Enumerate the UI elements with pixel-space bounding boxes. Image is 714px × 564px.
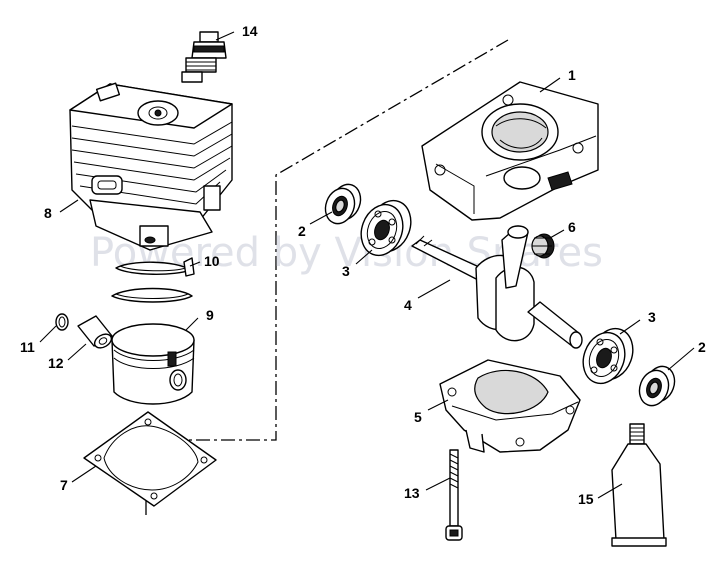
needle-bearing[interactable]	[531, 233, 555, 259]
callout-3-right: 3	[648, 309, 656, 325]
callout-9: 9	[206, 307, 214, 323]
callout-4: 4	[404, 297, 412, 313]
callout-10: 10	[204, 253, 220, 269]
cylinder[interactable]	[69, 82, 233, 251]
callout-2-right: 2	[698, 339, 706, 355]
crankcase-half-upper[interactable]	[421, 81, 599, 221]
callout-6: 6	[568, 219, 576, 235]
leader-lines	[39, 31, 695, 499]
callout-8: 8	[44, 205, 52, 221]
callout-5: 5	[414, 409, 422, 425]
callout-13: 13	[404, 485, 420, 501]
grease-tube[interactable]	[611, 423, 667, 547]
callout-12: 12	[48, 355, 64, 371]
ball-bearing-left[interactable]	[354, 195, 417, 262]
oil-seal-right[interactable]	[635, 362, 680, 409]
callout-7: 7	[60, 477, 68, 493]
piston-rings[interactable]	[111, 257, 195, 303]
callout-14: 14	[242, 23, 258, 39]
crankshaft[interactable]	[411, 225, 583, 349]
oil-seal-left[interactable]	[321, 180, 366, 227]
circlip[interactable]	[55, 313, 69, 331]
ball-bearing-right[interactable]	[576, 323, 639, 390]
crankcase-half-lower[interactable]	[439, 359, 581, 453]
callout-3-left: 3	[342, 263, 350, 279]
callout-1: 1	[568, 67, 576, 83]
callout-2-left: 2	[298, 223, 306, 239]
piston-pin[interactable]	[77, 315, 114, 351]
piston[interactable]	[111, 323, 195, 405]
callout-11: 11	[20, 339, 35, 355]
spark-plug[interactable]	[181, 31, 227, 83]
callout-15: 15	[578, 491, 594, 507]
screw[interactable]	[445, 449, 463, 541]
cylinder-gasket[interactable]	[83, 411, 217, 507]
